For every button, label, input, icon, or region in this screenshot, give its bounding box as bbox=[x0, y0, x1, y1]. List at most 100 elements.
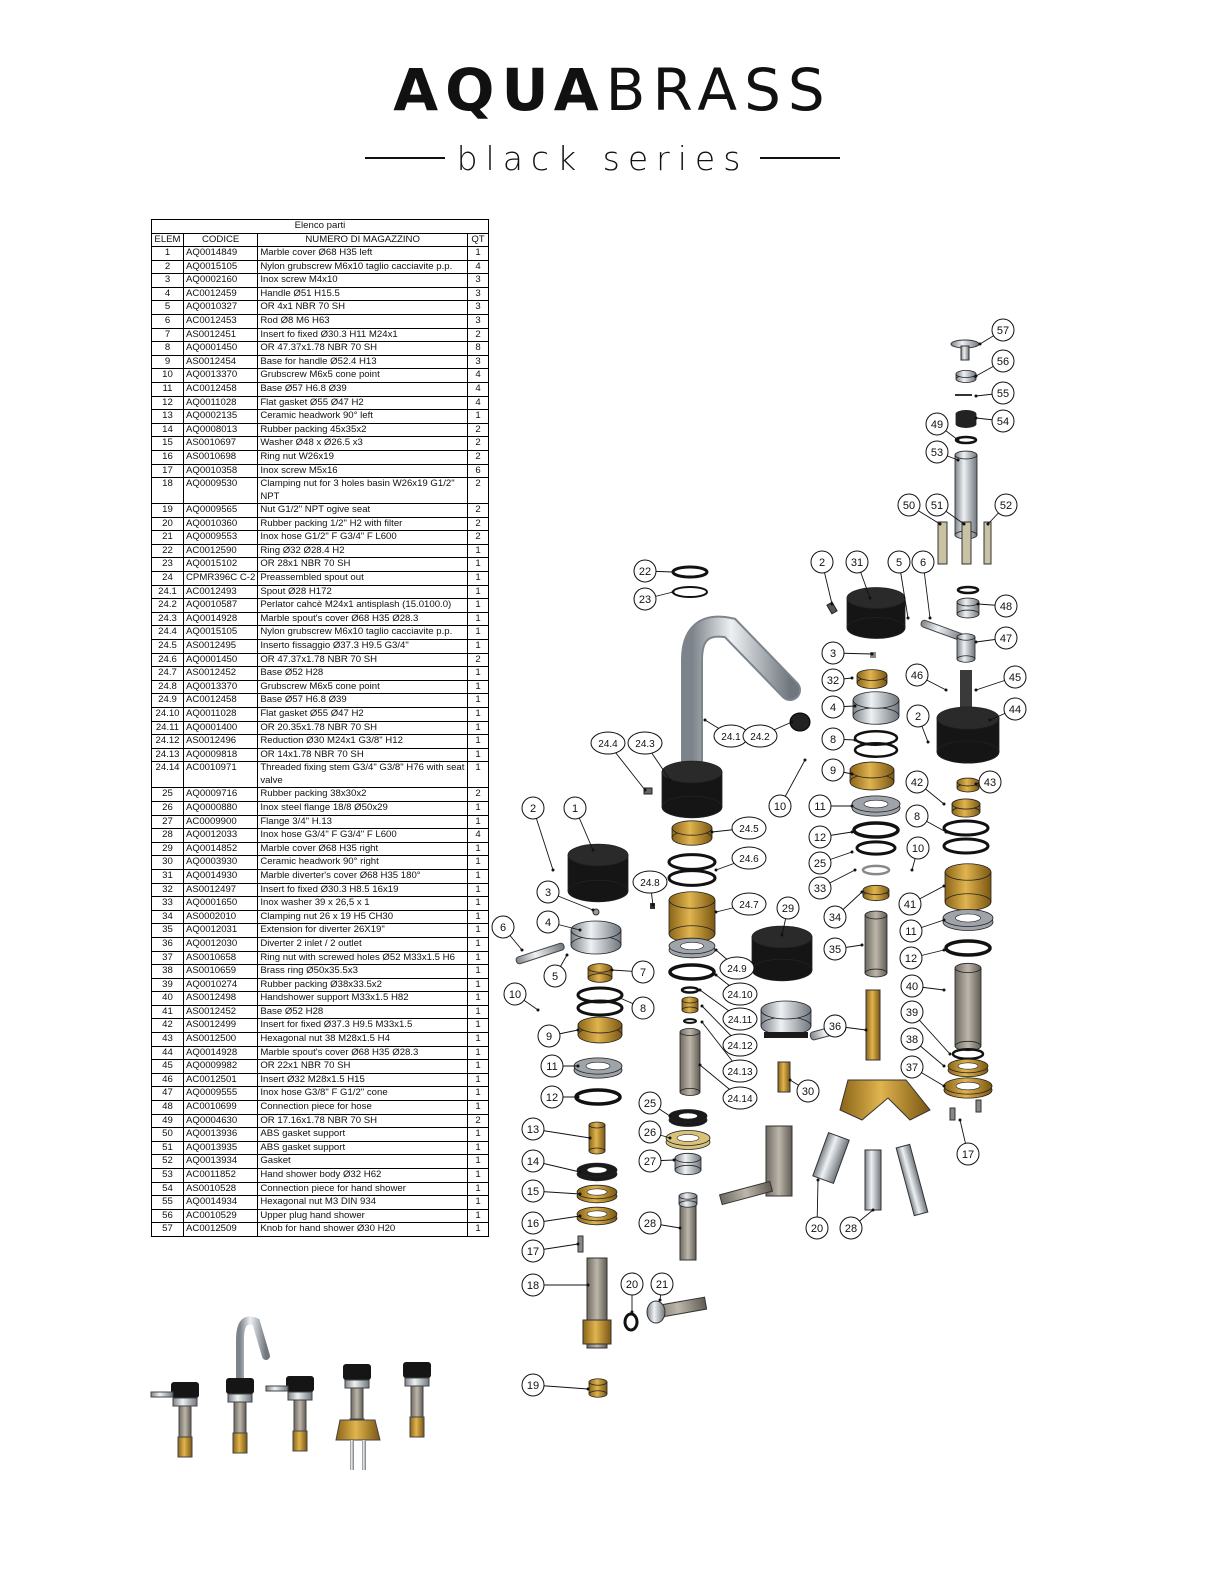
balloon-circle bbox=[805, 1216, 829, 1240]
preview-spout-base bbox=[232, 1432, 248, 1454]
balloon-label: 44 bbox=[1009, 704, 1021, 716]
hose-cone bbox=[956, 655, 976, 663]
leader-dot bbox=[850, 772, 854, 776]
leader-dot bbox=[678, 1226, 682, 1230]
ring bbox=[671, 565, 709, 579]
balloon-label: 41 bbox=[904, 899, 916, 911]
balloon-label: 54 bbox=[997, 416, 1009, 428]
balloon-label: 2 bbox=[915, 711, 921, 723]
leader-dot bbox=[944, 830, 948, 834]
handle-right bbox=[760, 1000, 812, 1020]
balloon-label: 38 bbox=[906, 1034, 918, 1046]
handle bbox=[852, 691, 900, 709]
balloon-circle bbox=[978, 770, 1002, 794]
gasket bbox=[983, 521, 992, 565]
balloon-label: 7 bbox=[640, 967, 646, 979]
leader-dot bbox=[591, 848, 595, 852]
balloon-label: 19 bbox=[527, 1380, 539, 1392]
balloon-circle bbox=[808, 876, 832, 900]
preview-handle-right bbox=[287, 1391, 313, 1401]
leader-dot bbox=[668, 1136, 672, 1140]
balloon-label: 24.5 bbox=[739, 824, 759, 835]
base-flat bbox=[585, 1061, 611, 1071]
balloon-label: 23 bbox=[639, 594, 651, 606]
flat-gasket bbox=[852, 821, 900, 839]
marble-cover-right bbox=[751, 925, 813, 949]
balloon-label: 24.11 bbox=[728, 1015, 753, 1026]
hose-nut bbox=[678, 1192, 698, 1200]
balloon-label: 24.13 bbox=[727, 1067, 752, 1078]
balloon-circle bbox=[536, 910, 560, 934]
balloon-circle bbox=[1003, 697, 1027, 721]
clamping-nut bbox=[862, 884, 890, 896]
preview-handshower bbox=[403, 1362, 431, 1378]
o-ring bbox=[667, 853, 717, 871]
rubber-packing bbox=[855, 840, 897, 856]
preview-handle-left bbox=[177, 1436, 193, 1458]
balloon-circle bbox=[925, 493, 949, 517]
upper-plug bbox=[955, 369, 977, 378]
balloon-circle bbox=[638, 1091, 662, 1115]
balloon-label: 24.3 bbox=[635, 739, 655, 750]
diverter-stem bbox=[865, 989, 881, 1061]
leader-dot bbox=[816, 1178, 820, 1182]
balloon-label: 10 bbox=[509, 989, 521, 1001]
connection-piece bbox=[955, 409, 977, 418]
balloon-label: 22 bbox=[639, 566, 651, 578]
preview-diverter bbox=[344, 1379, 370, 1389]
balloon-label: 24.6 bbox=[739, 854, 759, 865]
leader-dot bbox=[853, 704, 857, 708]
insert-fixed bbox=[587, 963, 613, 973]
leader-dot bbox=[698, 1063, 702, 1067]
balloon-circle bbox=[897, 493, 921, 517]
balloon-circle bbox=[991, 318, 1015, 342]
qty-cell: 4 bbox=[467, 368, 489, 383]
balloon-circle bbox=[821, 727, 845, 751]
balloon-circle bbox=[540, 1054, 564, 1078]
ceramic-headwork bbox=[588, 1121, 606, 1129]
balloon-label: 25 bbox=[814, 858, 826, 870]
balloon-circle bbox=[650, 1272, 674, 1296]
leader-lines bbox=[502, 329, 1016, 1391]
leader-dot bbox=[703, 718, 707, 722]
balloon-circle bbox=[633, 587, 657, 611]
threaded-stem bbox=[679, 1088, 701, 1097]
balloon-label: 9 bbox=[830, 765, 836, 777]
code-cell: AC0010971 bbox=[182, 761, 259, 789]
flat-gasket bbox=[944, 939, 992, 957]
balloon-circle bbox=[956, 1142, 980, 1166]
qty-cell: 1 bbox=[467, 1140, 489, 1156]
leader-dot bbox=[710, 830, 714, 834]
base-for-handle bbox=[577, 1016, 623, 1034]
steel-flange bbox=[676, 1134, 700, 1142]
insert-fixed bbox=[587, 973, 613, 983]
balloon-label: 53 bbox=[931, 447, 943, 459]
balloon-label: 35 bbox=[829, 944, 841, 956]
preview-diverter bbox=[343, 1364, 371, 1380]
leader-dot bbox=[942, 988, 946, 992]
marble-spout-cover bbox=[661, 760, 723, 784]
qty-cell: 1 bbox=[467, 814, 489, 830]
qty-cell: 1 bbox=[467, 800, 489, 816]
leader-dot bbox=[942, 1084, 946, 1088]
balloon-circle bbox=[821, 641, 845, 665]
leader-dot bbox=[714, 973, 718, 977]
balloon-label: 25 bbox=[644, 1098, 656, 1110]
hose-nut bbox=[646, 1300, 666, 1324]
leader-dot bbox=[850, 676, 854, 680]
hand-shower-body bbox=[954, 450, 978, 460]
balloon-label: 20 bbox=[811, 1223, 823, 1235]
balloon-circle bbox=[742, 724, 778, 748]
balloon-label: 10 bbox=[912, 843, 924, 855]
leader-dot bbox=[788, 1078, 792, 1082]
